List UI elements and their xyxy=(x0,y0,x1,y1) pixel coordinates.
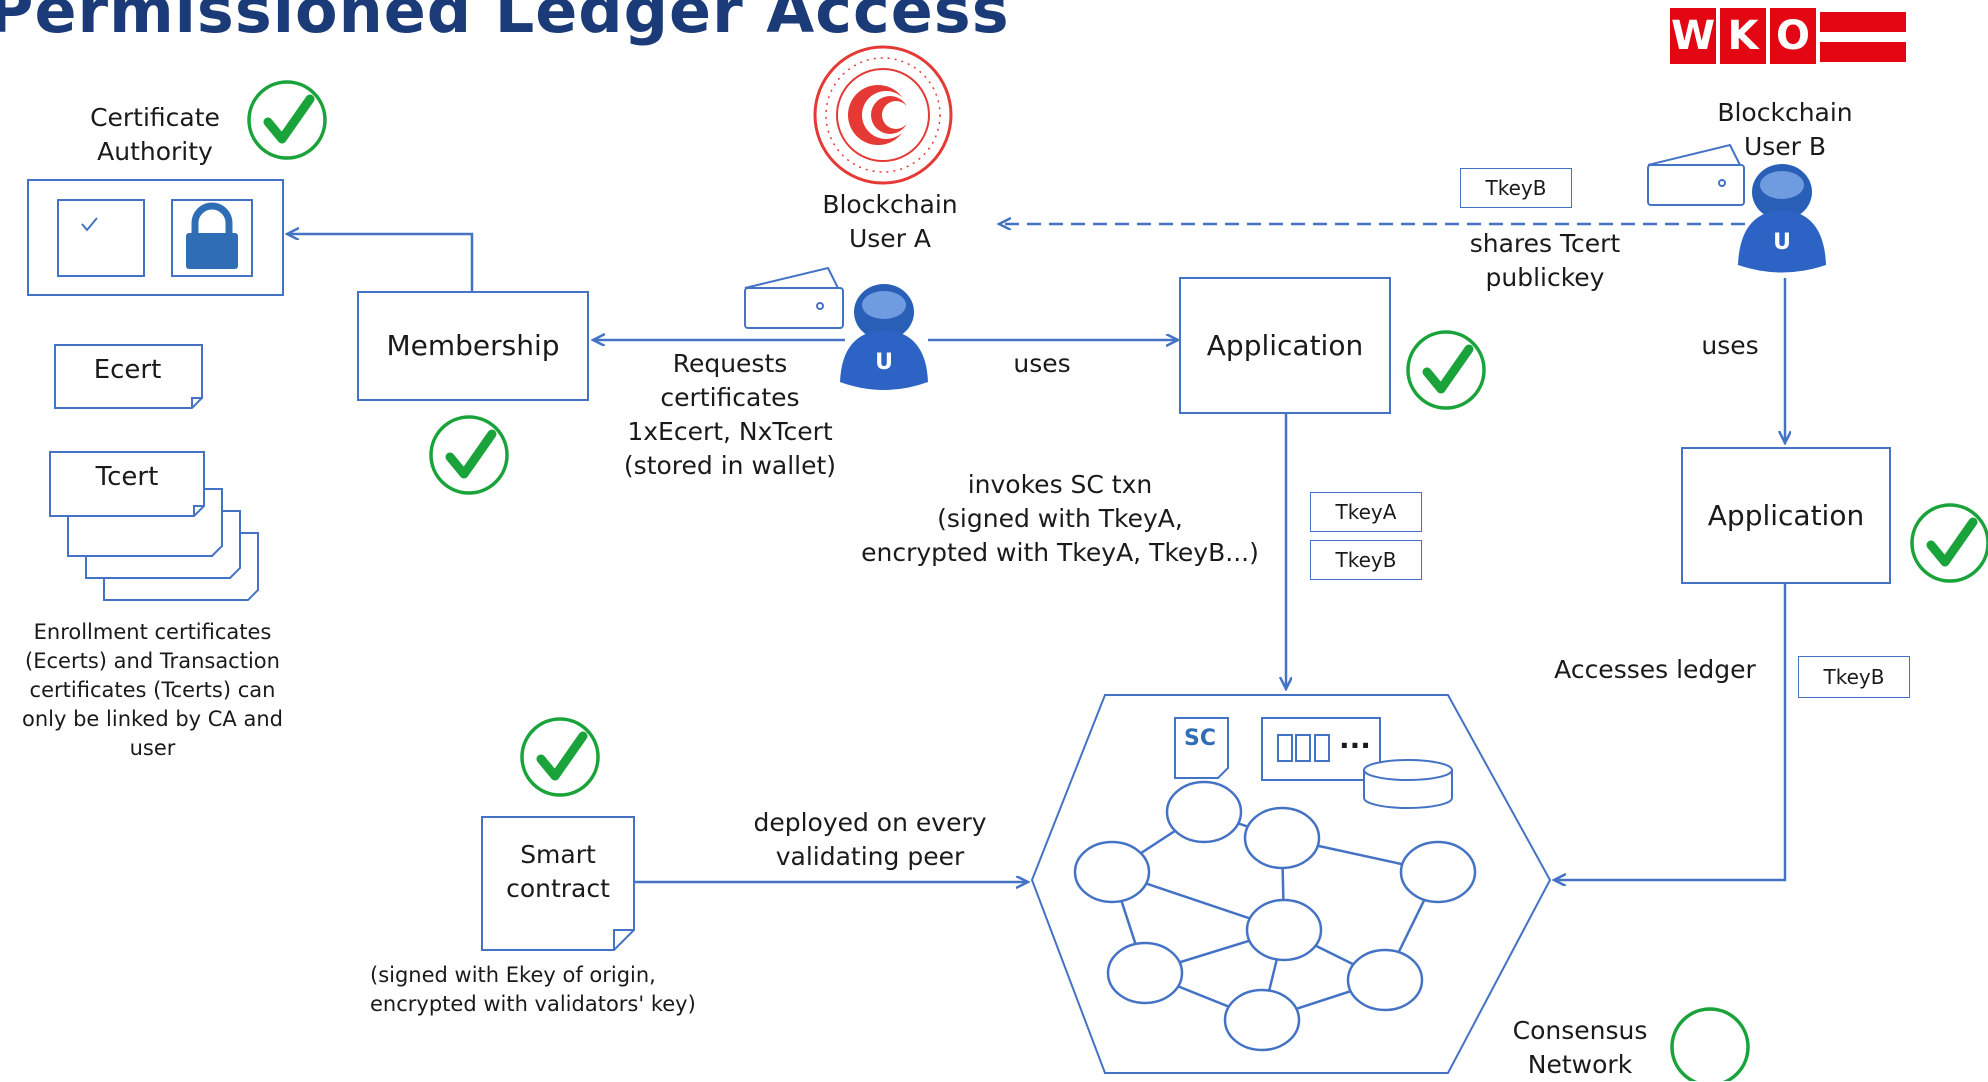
logo-letter-o: O xyxy=(1770,8,1816,64)
network-node xyxy=(1245,898,1323,962)
invokes-label: invokes SC txn (signed with TkeyA, encry… xyxy=(861,470,1259,567)
network-node xyxy=(1243,806,1321,870)
logo-bar-top xyxy=(1820,12,1906,32)
wko-logo: W K O xyxy=(1670,8,1906,64)
tcert-label: Tcert xyxy=(95,462,159,492)
network-node xyxy=(1223,988,1301,1052)
tkey-b-top-tag: TkeyB xyxy=(1460,168,1572,208)
accesses-ledger-arrow xyxy=(1555,583,1787,880)
uses-label-a: uses xyxy=(1013,349,1071,378)
check-icon-smart-contract xyxy=(520,717,600,797)
user-b-label: Blockchain User B xyxy=(1717,98,1853,161)
tkey-b-right-tag: TkeyB xyxy=(1798,656,1910,698)
deployed-label: deployed on every validating peer xyxy=(753,808,987,871)
accesses-ledger-label: Accesses ledger xyxy=(1554,655,1756,684)
database-icon xyxy=(1363,759,1453,809)
network-node xyxy=(1346,948,1424,1012)
enrollment-note: Enrollment certificates (Ecerts) and Tra… xyxy=(22,620,283,760)
application-b-label: Application xyxy=(1707,499,1865,532)
application-a-box xyxy=(1179,277,1391,414)
empty-check-circle-consensus xyxy=(1670,1007,1750,1081)
ecert-doc xyxy=(54,344,203,409)
application-a-label: Application xyxy=(1206,329,1364,362)
seal-icon xyxy=(813,45,953,185)
consensus-network-label: Consensus Network xyxy=(1512,1016,1648,1079)
smart-contract-note: (signed with Ekey of origin, encrypted w… xyxy=(370,963,696,1016)
sc-doc-label: SC xyxy=(1184,726,1216,751)
logo-letter-k: K xyxy=(1720,8,1766,64)
certificate-doc-icon xyxy=(57,199,145,277)
shares-label: shares Tcert publickey xyxy=(1469,229,1621,292)
logo-letter-w: W xyxy=(1670,8,1716,64)
membership-label: Membership xyxy=(386,329,560,362)
check-icon-application-a xyxy=(1406,330,1486,410)
wallet-icon-a xyxy=(744,266,844,329)
tcert-stack xyxy=(49,451,259,601)
user-a-icon xyxy=(840,284,928,390)
logo-bar-bottom xyxy=(1820,42,1906,62)
sc-doc-icon xyxy=(1174,717,1229,779)
wallet-icon-b xyxy=(1647,143,1745,206)
smart-contract-doc xyxy=(481,816,635,951)
uses-label-b: uses xyxy=(1701,331,1759,360)
ecert-label: Ecert xyxy=(93,355,162,385)
tkey-b-mid-tag: TkeyB xyxy=(1310,540,1422,580)
certificate-authority-label: Certificate Authority xyxy=(90,103,220,166)
ledger-dots: ... xyxy=(1339,722,1371,755)
check-icon-membership xyxy=(429,415,509,495)
check-icon-application-b xyxy=(1910,503,1988,583)
user-b-icon xyxy=(1738,164,1826,273)
network-nodes xyxy=(1073,780,1477,1052)
smart-contract-label: Smart contract xyxy=(506,840,610,903)
ledger-icon xyxy=(1261,717,1381,781)
membership-to-ca-arrow xyxy=(288,234,474,292)
network-node xyxy=(1106,941,1184,1005)
network-node xyxy=(1073,840,1151,904)
user-a-label: Blockchain User A xyxy=(822,190,958,253)
lock-icon xyxy=(171,199,253,277)
user-a-badge: U xyxy=(875,350,893,375)
network-node xyxy=(1165,780,1243,844)
page-title: Permissioned Ledger Access xyxy=(0,0,1010,47)
requests-label: Requests certificates 1xEcert, NxTcert (… xyxy=(623,349,837,480)
check-icon-ca xyxy=(247,80,327,160)
user-b-badge: U xyxy=(1773,230,1791,255)
network-node xyxy=(1399,840,1477,904)
tkey-a-tag: TkeyA xyxy=(1310,492,1422,532)
small-check-icon xyxy=(81,217,98,232)
